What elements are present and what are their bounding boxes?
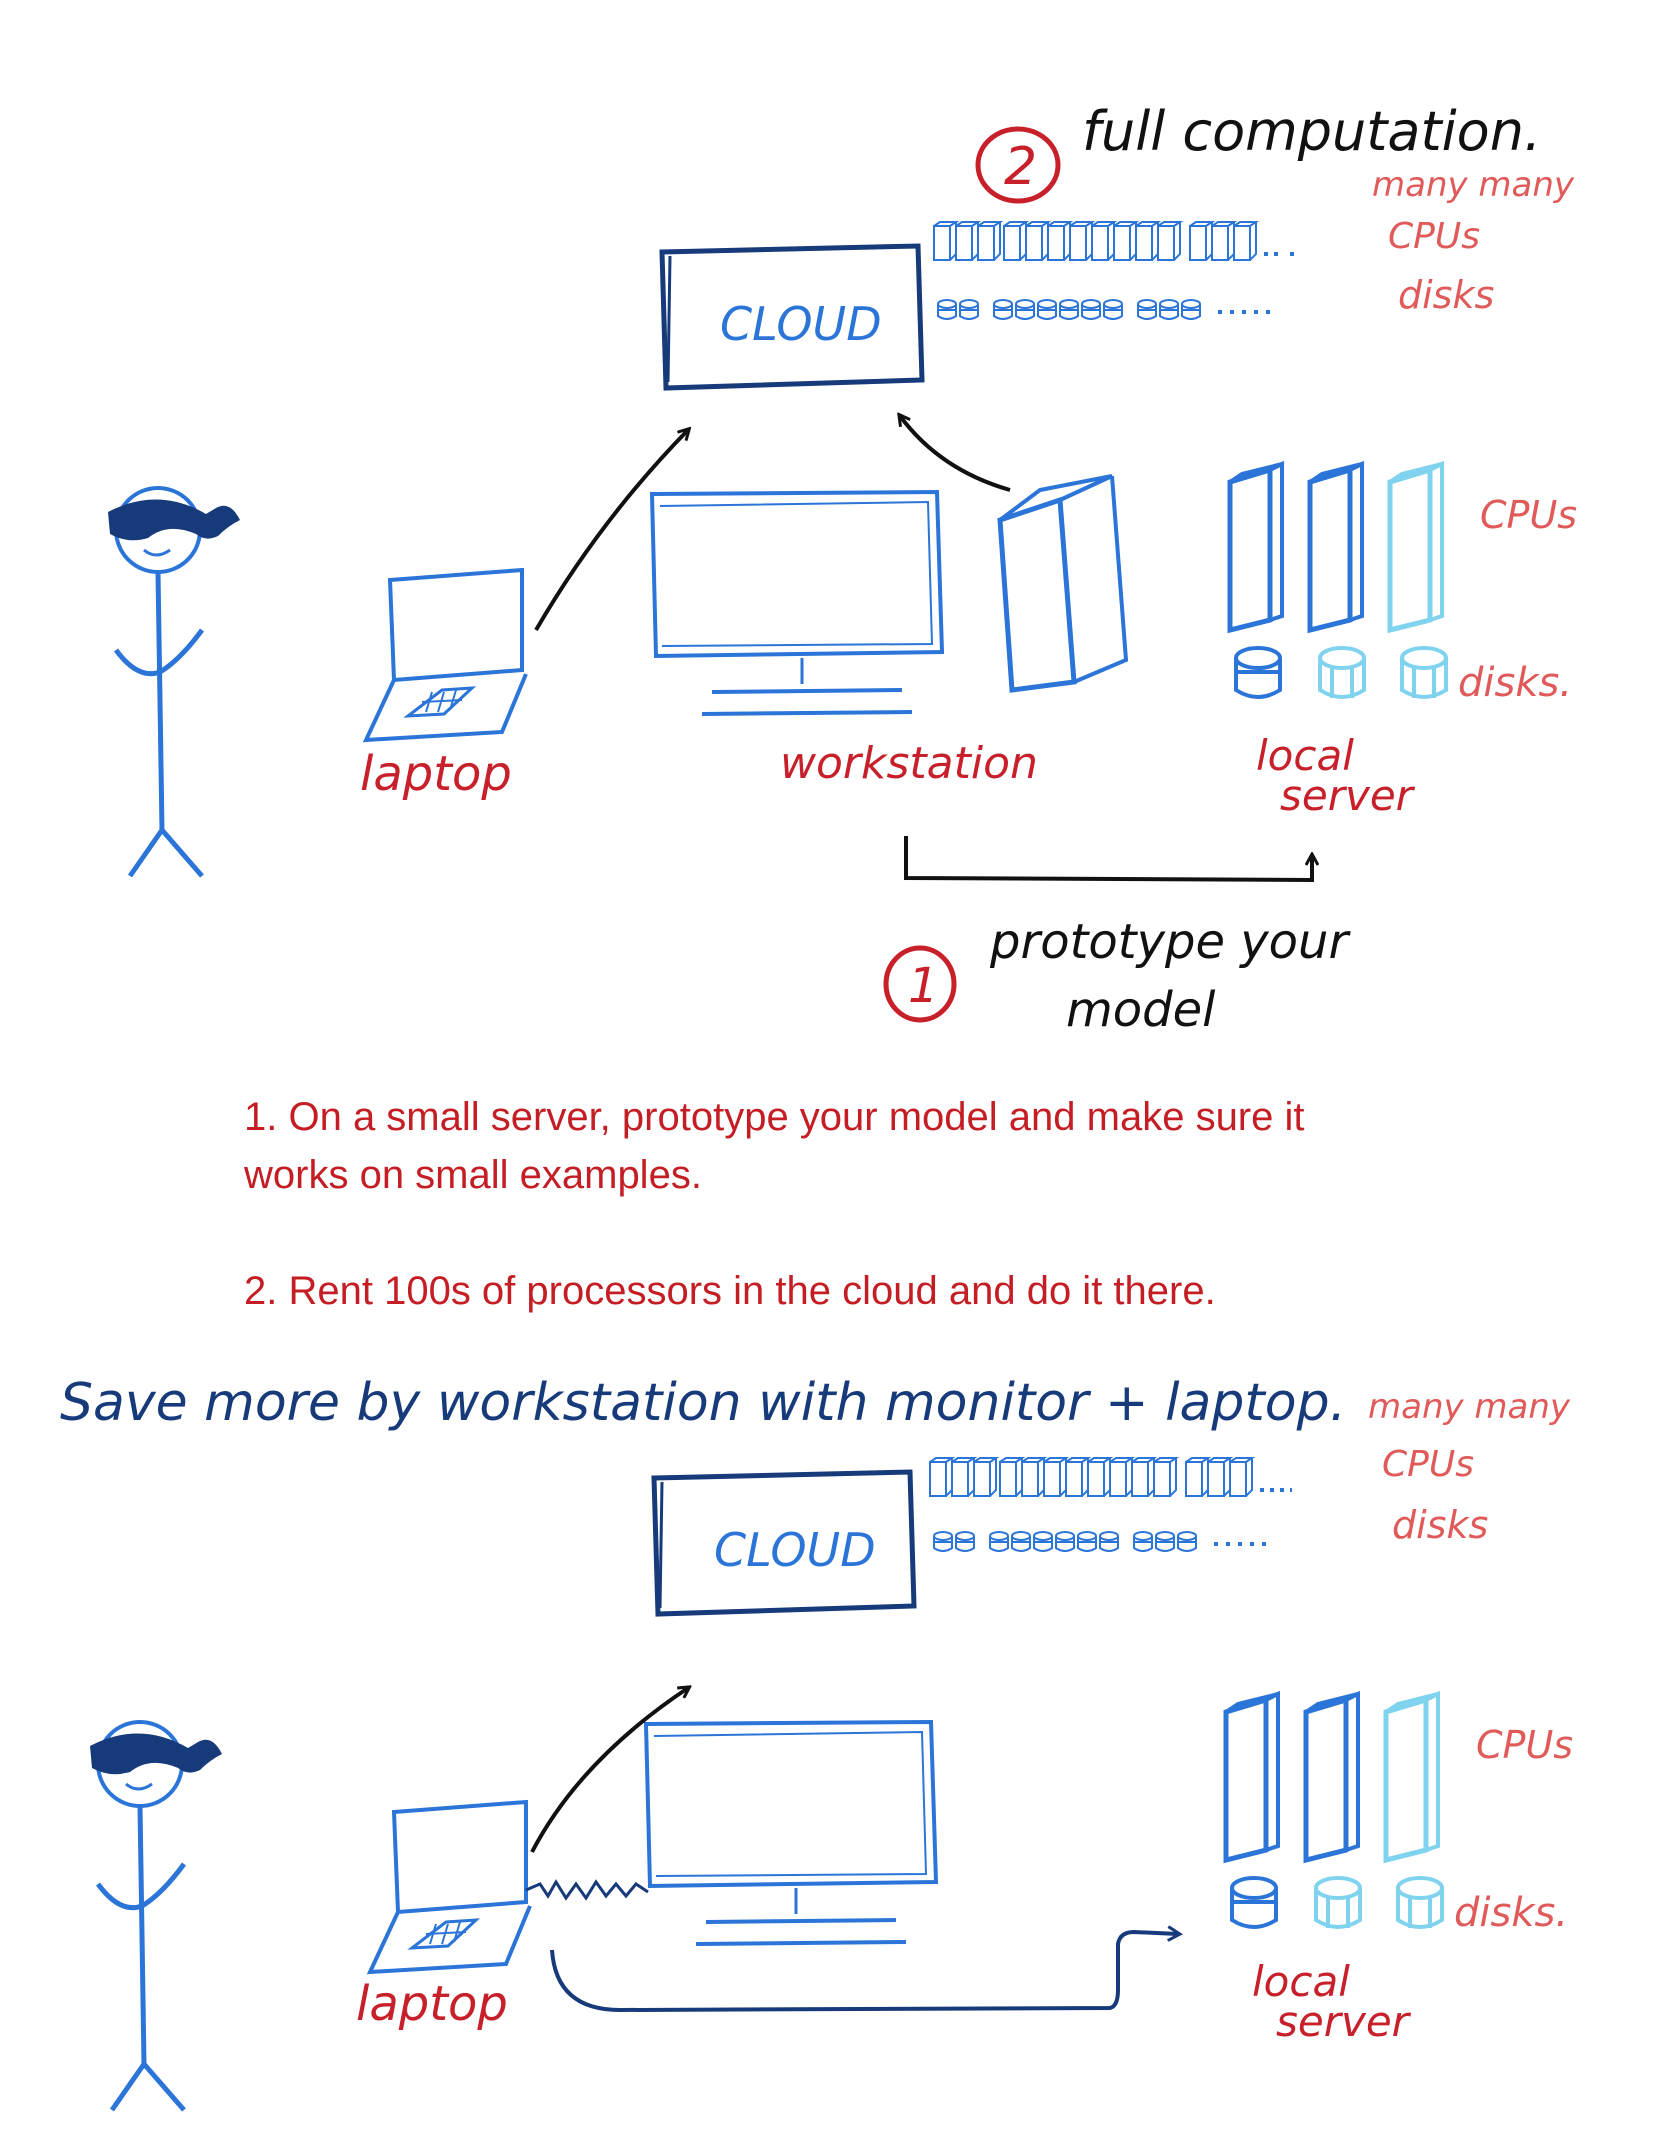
- step1-text-line2: works on small examples.: [244, 1153, 702, 1197]
- laptop-to-cloud-arrow: [534, 430, 688, 632]
- laptop-to-server-arrow: [550, 1932, 1178, 2013]
- workstation-tower: [997, 474, 1129, 693]
- person-figure: [108, 488, 240, 876]
- cloud-disks-label: disks: [1398, 273, 1494, 317]
- workstation-to-cloud-arrow: [900, 416, 1011, 492]
- many-many-label: many many: [1372, 165, 1575, 205]
- local-server-disks: [1234, 646, 1448, 700]
- bottom-diagram: Save more by workstation with monitor + …: [60, 1373, 1573, 2110]
- cloud-cpu-row-bottom: [929, 1457, 1292, 1497]
- top-diagram: 2 full computation. CLOUD many many CPUs…: [108, 100, 1577, 1038]
- local-disks-label: disks.: [1458, 660, 1572, 706]
- laptop-device: [364, 568, 528, 742]
- workstation-label: workstation: [780, 738, 1038, 789]
- many-many-label-bottom: many many: [1368, 1387, 1571, 1427]
- cloud-disks-label-bottom: disks: [1392, 1503, 1488, 1547]
- cloud-disk-row-bottom: [933, 1531, 1274, 1552]
- step1-text-line1: 1. On a small server, prototype your mod…: [244, 1095, 1305, 1139]
- local-cpus-label: CPUs: [1480, 493, 1577, 537]
- cloud-label: CLOUD: [720, 297, 882, 351]
- cloud-disk-row: [937, 299, 1278, 320]
- laptop-monitor-cable: [525, 1879, 649, 1901]
- cloud-label-bottom: CLOUD: [714, 1523, 876, 1577]
- local-server-cpus: [1230, 464, 1442, 630]
- step1-line2: model: [1066, 982, 1216, 1038]
- cloud-cpus-label: CPUs: [1388, 216, 1480, 257]
- step2-number: 2: [1004, 137, 1037, 197]
- local-server-cpus-bottom: [1226, 1694, 1438, 1860]
- local-server-disks-bottom: [1230, 1876, 1444, 1930]
- workstation-monitor: [650, 490, 944, 716]
- step1-circle: [883, 945, 957, 1023]
- cloud-cpus-label-bottom: CPUs: [1382, 1444, 1474, 1485]
- step2-circle: [975, 126, 1061, 204]
- local-label: local: [1256, 731, 1354, 780]
- laptop-label-bottom: laptop: [356, 1976, 508, 2032]
- server-label-bottom: server: [1276, 1997, 1412, 2046]
- step1-line1: prototype your: [989, 914, 1351, 970]
- save-more-heading: Save more by workstation with monitor + …: [60, 1373, 1346, 1433]
- server-label: server: [1280, 771, 1416, 820]
- step1-number: 1: [908, 958, 939, 1014]
- step2-text: 2. Rent 100s of processors in the cloud …: [244, 1269, 1216, 1313]
- step2-label: full computation.: [1082, 100, 1541, 163]
- cloud-box-bottom: CLOUD: [651, 1469, 917, 1617]
- local-label-bottom: local: [1252, 1957, 1350, 2006]
- laptop-to-cloud-arrow-bottom: [530, 1688, 688, 1853]
- cloud-box: CLOUD: [659, 243, 925, 391]
- monitor-bottom: [644, 1720, 938, 1946]
- local-disks-label-bottom: disks.: [1454, 1890, 1568, 1936]
- person-figure-bottom: [90, 1722, 222, 2110]
- steps-text: 1. On a small server, prototype your mod…: [244, 1088, 1584, 1320]
- laptop-device-bottom: [368, 1800, 532, 1974]
- local-cpus-label-bottom: CPUs: [1476, 1723, 1573, 1767]
- prototype-bracket-arrow: [904, 836, 1312, 883]
- cloud-cpu-row: [933, 221, 1296, 261]
- laptop-label: laptop: [360, 746, 512, 802]
